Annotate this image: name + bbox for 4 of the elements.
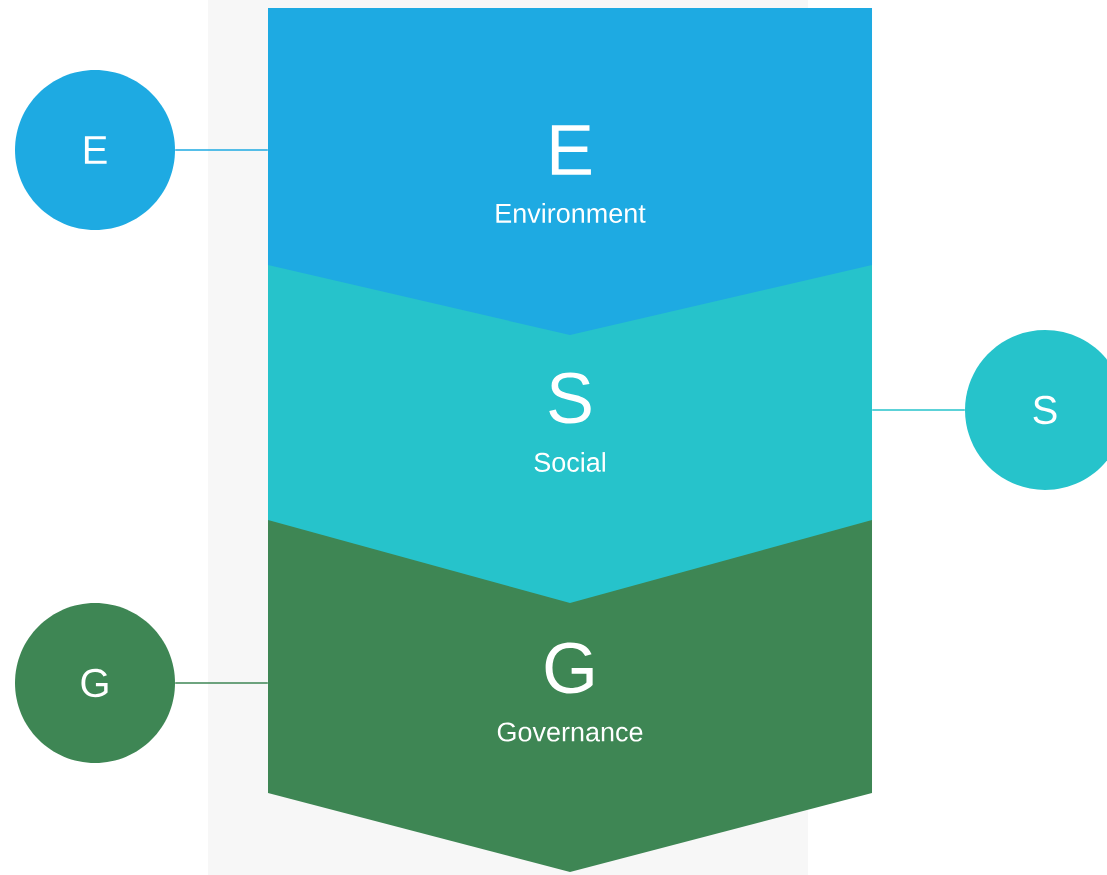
connector-line <box>871 409 966 411</box>
chevron-band: E Environment <box>268 8 872 335</box>
connector-line <box>174 149 269 151</box>
connector-line <box>174 682 269 684</box>
